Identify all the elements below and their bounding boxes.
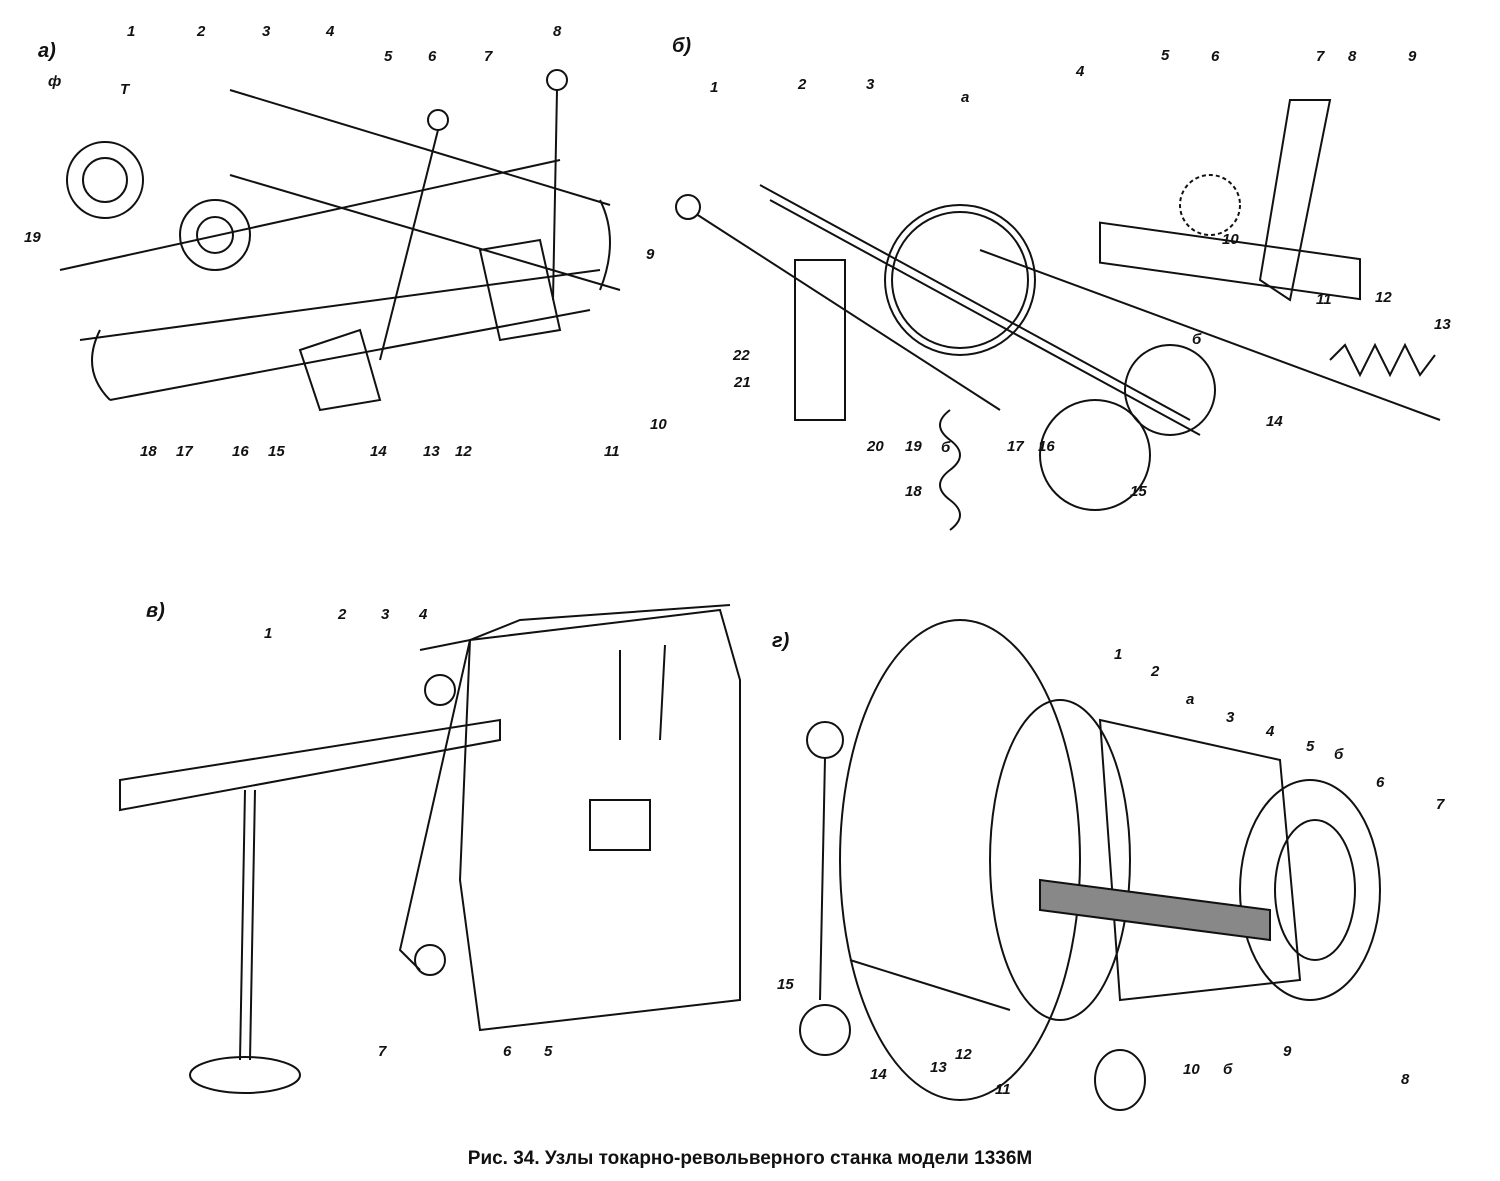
panel-v-drawing xyxy=(119,604,741,1094)
main-shaft xyxy=(59,159,561,271)
collet-section xyxy=(1039,878,1271,942)
panel-g-tag: г) xyxy=(772,630,790,652)
panel-g-drawing xyxy=(799,619,1381,1111)
label: 3 xyxy=(262,23,271,40)
label: 4 xyxy=(326,23,335,40)
label: 8 xyxy=(1401,1071,1410,1088)
label: 9 xyxy=(1283,1043,1292,1060)
label: 5 xyxy=(1161,47,1170,64)
label: 15 xyxy=(268,443,285,460)
label: 1 xyxy=(127,23,136,40)
panel-b-drawing xyxy=(675,99,1441,531)
label: а xyxy=(1186,691,1195,708)
label: Т xyxy=(120,81,130,98)
label: 17 xyxy=(1007,438,1024,455)
spindle-drum xyxy=(66,141,144,219)
label: 14 xyxy=(370,443,387,460)
label: 8 xyxy=(1348,48,1357,65)
label: 8 xyxy=(553,23,562,40)
panel-v-tag: в) xyxy=(146,600,165,622)
label: 2 xyxy=(197,23,206,40)
label: 5 xyxy=(384,48,393,65)
panel-a-drawing xyxy=(59,69,621,412)
label: б xyxy=(1223,1061,1233,1078)
label: 7 xyxy=(1316,48,1325,65)
label: 18 xyxy=(905,483,922,500)
label: б xyxy=(1192,331,1202,348)
label: 22 xyxy=(733,347,750,364)
label: 13 xyxy=(423,443,440,460)
label: 12 xyxy=(955,1046,972,1063)
label: а xyxy=(961,89,970,106)
label: 2 xyxy=(338,606,347,623)
label: 7 xyxy=(378,1043,387,1060)
label: 10 xyxy=(650,416,667,433)
label: 2 xyxy=(798,76,807,93)
headstock-body xyxy=(458,608,741,1032)
label: 9 xyxy=(646,246,655,263)
label: 14 xyxy=(1266,413,1283,430)
label: 7 xyxy=(484,48,493,65)
label: 6 xyxy=(1376,774,1385,791)
label: 3 xyxy=(866,76,875,93)
label: б xyxy=(941,439,951,456)
label: 3 xyxy=(1226,709,1235,726)
label: 5 xyxy=(544,1043,553,1060)
label: 6 xyxy=(1211,48,1220,65)
panel-a-tag: а) xyxy=(38,40,56,62)
label: 7 xyxy=(1436,796,1445,813)
panel-b-tag: б) xyxy=(672,35,692,57)
label: ф xyxy=(48,73,62,90)
clutch-drum xyxy=(179,199,251,271)
label: 4 xyxy=(1076,63,1085,80)
label: 6 xyxy=(503,1043,512,1060)
bar-stock xyxy=(119,718,501,812)
label: 9 xyxy=(1408,48,1417,65)
label: 10 xyxy=(1183,1061,1200,1078)
label: 12 xyxy=(1375,289,1392,306)
label: 20 xyxy=(867,438,884,455)
label: 16 xyxy=(232,443,249,460)
label: 13 xyxy=(1434,316,1451,333)
label: 1 xyxy=(264,625,273,642)
label: 21 xyxy=(734,374,751,391)
label: 17 xyxy=(176,443,193,460)
label: 11 xyxy=(604,443,620,460)
label: 11 xyxy=(995,1081,1011,1098)
figure-caption: Рис. 34. Узлы токарно-револьверного стан… xyxy=(467,1148,1033,1169)
label: 16 xyxy=(1038,438,1055,455)
spring-18 xyxy=(939,409,961,531)
label: 2 xyxy=(1151,663,1160,680)
gear-14 xyxy=(1124,344,1216,436)
label: 10 xyxy=(1222,231,1239,248)
label: 12 xyxy=(455,443,472,460)
spring-13 xyxy=(1329,342,1436,378)
label: 19 xyxy=(905,438,922,455)
label: 6 xyxy=(428,48,437,65)
label: 15 xyxy=(1130,483,1147,500)
label: 4 xyxy=(1266,723,1275,740)
label: 1 xyxy=(710,79,719,96)
label: 11 xyxy=(1316,291,1332,308)
label: 14 xyxy=(870,1066,887,1083)
flange xyxy=(839,619,1081,1101)
label: 19 xyxy=(24,229,41,246)
label: 18 xyxy=(140,443,157,460)
label: 13 xyxy=(930,1059,947,1076)
label: 3 xyxy=(381,606,390,623)
label: 4 xyxy=(419,606,428,623)
label: 1 xyxy=(1114,646,1123,663)
label: 5 xyxy=(1306,738,1315,755)
gear-15 xyxy=(1039,399,1151,511)
label: 15 xyxy=(777,976,794,993)
label: б xyxy=(1334,746,1344,763)
large-gear xyxy=(884,204,1036,356)
